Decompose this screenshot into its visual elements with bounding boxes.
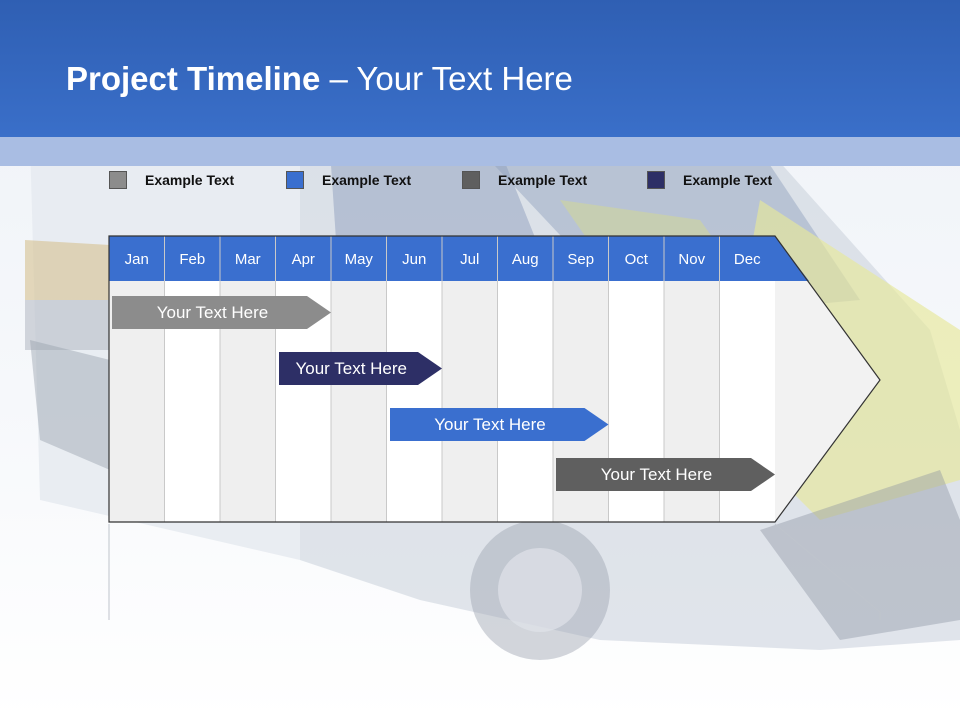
task-bar-label: Your Text Here (434, 414, 546, 434)
legend-label: Example Text (683, 172, 773, 188)
month-label: Apr (292, 251, 315, 268)
page-title: Project Timeline – Your Text Here (66, 60, 573, 98)
month-label: Jun (402, 251, 426, 268)
month-label: Jul (460, 251, 479, 268)
timeline-outline (108, 235, 881, 523)
legend-label: Example Text (498, 172, 588, 188)
legend-label: Example Text (145, 172, 235, 188)
task-bar[interactable]: Your Text Here (279, 352, 443, 385)
title-bar (0, 0, 960, 137)
month-label: Oct (625, 251, 649, 268)
month-column (386, 281, 442, 522)
month-label: Dec (734, 251, 761, 268)
task-bar-label: Your Text Here (156, 302, 269, 322)
task-bar[interactable]: Your Text Here (112, 296, 331, 329)
month-column (331, 281, 387, 522)
title-accent-strip (0, 137, 960, 166)
month-column (497, 281, 553, 522)
legend-swatch (462, 171, 480, 189)
month-label: Mar (235, 251, 261, 268)
month-label: Feb (179, 251, 205, 268)
legend-label: Example Text (322, 172, 412, 188)
title-bold: Project Timeline (66, 60, 321, 97)
timeline-reflection (108, 523, 881, 620)
task-bar[interactable]: Your Text Here (390, 408, 609, 441)
legend-swatch (109, 171, 127, 189)
legend-swatch (647, 171, 665, 189)
month-label: Jan (125, 251, 149, 268)
month-label: May (345, 251, 374, 268)
legend-swatch (286, 171, 304, 189)
month-label: Sep (567, 251, 594, 268)
timeline-header-band (109, 236, 809, 281)
title-rest: – Your Text Here (320, 60, 573, 97)
task-bar[interactable]: Your Text Here (556, 458, 775, 491)
task-bar-label: Your Text Here (295, 358, 407, 378)
month-label: Aug (512, 251, 539, 268)
month-column (442, 281, 498, 522)
month-label: Nov (678, 251, 705, 268)
task-bar-label: Your Text Here (600, 464, 713, 484)
